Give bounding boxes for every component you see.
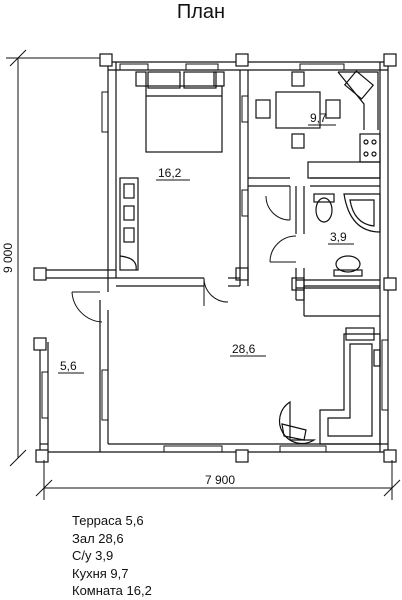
plan-title: План: [176, 1, 226, 23]
legend-item-bathroom: С/у 3,9: [72, 548, 114, 563]
dimensions: [6, 49, 401, 500]
room-label-bathroom: 3,9: [330, 230, 347, 244]
legend-item-bedroom: Комната 16,2: [72, 583, 152, 598]
dining-set: [255, 71, 341, 149]
sofa: [278, 327, 381, 445]
windows: [41, 63, 389, 453]
bath-fixtures: [313, 193, 381, 277]
room-label-hall: 28,6: [232, 342, 256, 356]
log-ends: [33, 53, 397, 463]
label-underlines: [58, 124, 354, 374]
bed: [135, 71, 225, 153]
bedroom-cabinet: [119, 177, 139, 271]
legend-item-kitchen: Кухня 9,7: [72, 565, 129, 581]
room-label-bedroom: 16,2: [158, 166, 182, 180]
width-dimension: 7 900: [205, 473, 235, 487]
legend-item-hall: Зал 28,6: [72, 530, 124, 546]
outer-walls: [39, 61, 389, 453]
room-label-kitchen: 9,7: [310, 111, 327, 125]
height-dimension: 9 000: [1, 243, 15, 273]
kitchen-counter: [307, 70, 381, 179]
area-legend: Терраса 5,6 Зал 28,6 С/у 3,9 Кухня 9,7 К…: [72, 512, 152, 600]
legend-item-terrace: Терраса 5,6: [72, 513, 144, 528]
doors: [71, 186, 297, 323]
room-label-terrace: 5,6: [60, 359, 77, 373]
